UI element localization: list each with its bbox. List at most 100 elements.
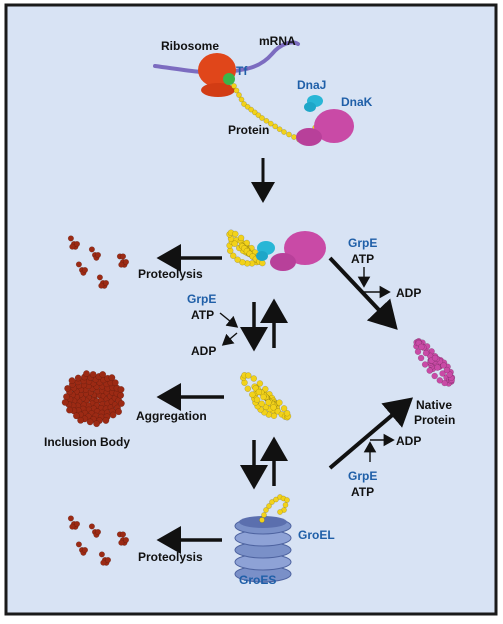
protein-bead (237, 234, 245, 242)
fragment-bead (67, 515, 74, 522)
label-grpe-top-right: GrpE (348, 236, 377, 250)
fragment-bead (81, 266, 89, 274)
aggregate-bead (89, 370, 97, 378)
label-aggregation: Aggregation (136, 409, 207, 423)
aggregate-bead (115, 408, 123, 416)
aggregate-bead (77, 416, 85, 424)
protein-bead (277, 509, 283, 515)
protein-bead (434, 364, 441, 371)
protein-bead (436, 377, 444, 384)
protein-bead (245, 372, 252, 379)
protein-bead (244, 103, 251, 110)
inclusion-body-aggregate (61, 370, 125, 428)
bound-protein-blob (226, 229, 266, 267)
fragment-bead (75, 261, 82, 268)
ribosome-complex (153, 40, 354, 146)
fragment-bead (69, 523, 76, 530)
arrow-to-native-bottom (328, 397, 414, 470)
protein-bead (239, 258, 246, 266)
fragment-bead (119, 531, 127, 538)
fragment-bead (104, 556, 112, 564)
aggregate-bead (61, 398, 69, 406)
label-protein: Protein (228, 123, 269, 137)
label-groel: GroEL (298, 528, 335, 542)
protein-bead (241, 101, 247, 107)
aggregate-bead (108, 374, 116, 382)
fragment-bead (98, 282, 105, 289)
protein-bead (259, 115, 265, 121)
aggregate-bead (117, 400, 125, 407)
label-inclusion-body: Inclusion Body (44, 435, 130, 449)
protein-bead (286, 131, 292, 138)
aggregate-bead (72, 412, 80, 420)
dnaj-shape-4 (256, 251, 268, 261)
arrow-adp-out-left (221, 332, 238, 346)
arrow-to-native-top (328, 256, 398, 330)
dnak-bound-protein (226, 229, 326, 271)
protein-bead (233, 87, 240, 94)
fragment-bead (118, 261, 125, 268)
dnak-lobe-2 (270, 253, 296, 271)
fragment-bead (96, 274, 103, 281)
fragment-bead (122, 536, 130, 544)
label-dnak: DnaK (341, 95, 373, 109)
fragment-bead (73, 240, 81, 248)
fragment-bead (94, 528, 102, 536)
protein-bead (256, 380, 264, 387)
protein-bead (265, 399, 272, 406)
dnak-body (314, 109, 354, 143)
protein-bead (291, 134, 297, 140)
protein-bead (260, 393, 267, 401)
dnaj-shape-2 (304, 102, 316, 112)
aggregate-bead (86, 418, 94, 426)
protein-bead (244, 385, 252, 392)
trigger-factor (223, 73, 235, 85)
aggregate-bead (74, 374, 82, 382)
aggregate-bead (83, 370, 90, 378)
protein-bead (421, 361, 429, 368)
mrna-strand (153, 40, 300, 75)
proteolysis-fragments-bottom (67, 515, 130, 566)
label-ribosome: Ribosome (161, 39, 219, 53)
protein-bead (267, 120, 274, 127)
label-groes: GroES (239, 573, 276, 587)
protein-bead (229, 252, 237, 260)
aggregate-bead (93, 420, 101, 428)
label-grpe-bottom-right: GrpE (348, 469, 377, 483)
protein-bead (269, 499, 275, 505)
protein-entering-groel (259, 494, 290, 523)
protein-bead (236, 92, 242, 98)
label-adp-bottom-right: ADP (396, 434, 421, 448)
protein-bead (273, 496, 279, 503)
label-adp-left: ADP (191, 344, 216, 358)
dnak-body-2 (284, 231, 326, 265)
fragment-bead (118, 539, 125, 546)
protein-bead (417, 354, 425, 362)
protein-bead (261, 512, 267, 518)
fragment-bead (75, 541, 82, 548)
fragment-bead (69, 243, 76, 250)
protein-bead (418, 343, 425, 351)
unfolded-protein-center (239, 371, 292, 421)
groel-groes-complex (234, 494, 292, 583)
label-adp-top-right: ADP (396, 286, 421, 300)
protein-bead (263, 507, 269, 513)
fragment-bead (88, 246, 95, 253)
label-atp-top-right: ATP (351, 252, 374, 266)
protein-bead (283, 409, 291, 417)
fragment-bead (100, 559, 107, 566)
label-dnaj: DnaJ (297, 78, 326, 92)
aggregate-bead (66, 406, 73, 414)
aggregate-bead (99, 371, 107, 378)
panel-frame (4, 3, 498, 616)
protein-bead (431, 372, 438, 380)
protein-bead (255, 388, 263, 396)
protein-bead (258, 400, 265, 408)
label-native-protein-1: Native (416, 398, 452, 412)
label-native-protein-2: Protein (414, 413, 455, 427)
protein-bead (263, 117, 270, 124)
fragment-bead (88, 523, 95, 530)
protein-bead (441, 379, 448, 387)
protein-bead (266, 503, 272, 509)
protein-bead (276, 399, 283, 406)
